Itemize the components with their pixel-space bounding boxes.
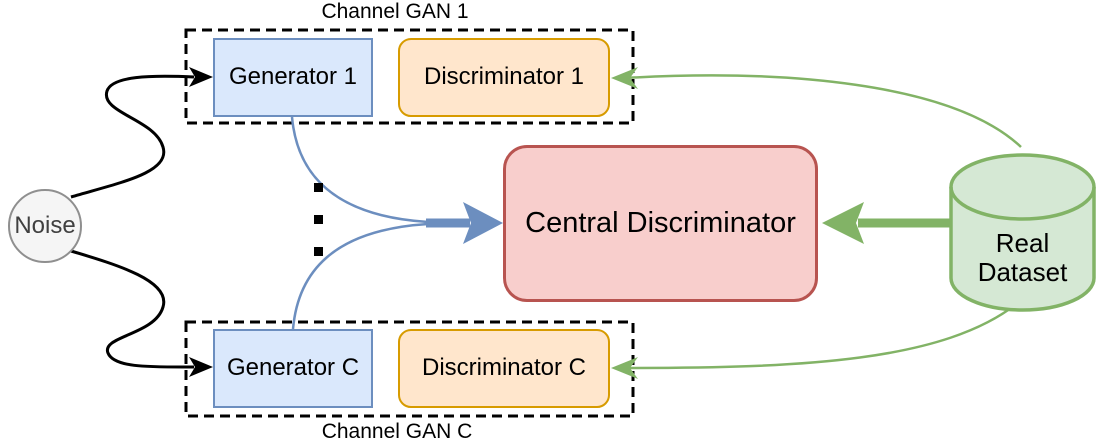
dataset-to-discriminator-1-arrowhead-icon (611, 67, 638, 89)
generator-1-node: Generator 1 (213, 38, 373, 117)
generator-1-label: Generator 1 (228, 63, 358, 91)
discriminator-c-node: Discriminator C (398, 329, 610, 408)
generator-c-label: Generator C (226, 354, 360, 382)
generator-c-node: Generator C (213, 329, 373, 408)
dataset-to-discriminator-c-curve (624, 301, 1020, 370)
generator-c-to-central-curve (291, 222, 429, 330)
discriminator-1-label: Discriminator 1 (423, 63, 585, 91)
channel-gan-c-title: Channel GAN C (321, 420, 473, 443)
noise-to-generator-1-arrowhead-icon (189, 67, 213, 87)
discriminator-c-label: Discriminator C (421, 354, 586, 382)
noise-to-generator-c-curve (70, 249, 195, 369)
real-dataset-label-line1: Real (995, 228, 1050, 258)
dataset-to-central-arrowhead-icon (822, 202, 864, 244)
central-discriminator-node: Central Discriminator (503, 145, 818, 302)
noise-to-generator-1-curve (70, 74, 195, 199)
discriminator-1-node: Discriminator 1 (398, 38, 610, 117)
generators-to-central-arrowhead-icon (463, 202, 503, 244)
noise-to-generator-c-arrowhead-icon (189, 357, 213, 377)
dataset-to-discriminator-c-arrowhead-icon (611, 357, 638, 379)
dataset-to-discriminator-1-curve (624, 74, 1022, 148)
noise-node: Noise (8, 189, 82, 263)
real-dataset-cylinder-icon (949, 153, 1096, 312)
central-discriminator-label: Central Discriminator (525, 206, 796, 239)
noise-label: Noise (14, 211, 76, 239)
real-dataset-label-line2: Dataset (977, 257, 1068, 287)
real-dataset-label: Real Dataset (951, 229, 1094, 287)
channel-gan-1-title: Channel GAN 1 (321, 0, 469, 23)
generator-1-to-central-curve (290, 116, 429, 224)
vertical-ellipsis-icon (314, 183, 323, 256)
